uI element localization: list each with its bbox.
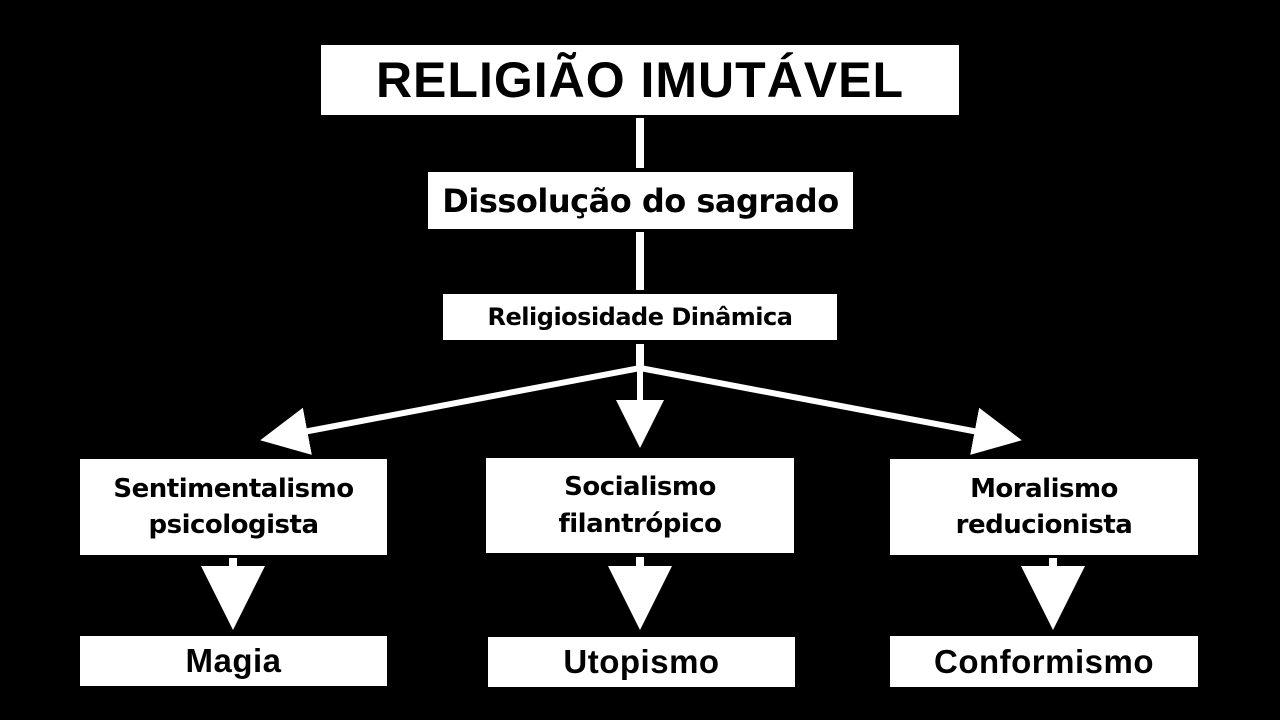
conformismo-node: Conformismo: [890, 636, 1198, 687]
root-node-label: RELIGIÃO IMUTÁVEL: [375, 52, 905, 108]
moralismo-node: Moralismo reducionista: [890, 459, 1198, 555]
arrow-to-sentimentalismo: [260, 365, 641, 455]
moralismo-line1: Moralismo: [970, 473, 1118, 504]
dissolucao-node-label: Dissolução do sagrado: [442, 181, 839, 220]
dissolucao-node: Dissolução do sagrado: [428, 172, 853, 229]
sentimentalismo-node: Sentimentalismo psicologista: [80, 459, 387, 555]
religiosidade-node: Religiosidade Dinâmica: [443, 294, 837, 340]
magia-node-label: Magia: [185, 642, 282, 679]
root-node: RELIGIÃO IMUTÁVEL: [321, 45, 959, 115]
socialismo-line1: Socialismo: [564, 472, 716, 503]
sentimentalismo-line2: psicologista: [148, 510, 319, 540]
socialismo-line2: filantrópico: [558, 508, 722, 539]
utopismo-node-label: Utopismo: [563, 643, 720, 680]
sentimentalismo-line1: Sentimentalismo: [113, 473, 354, 504]
arrow-to-moralismo: [639, 365, 1022, 455]
conformismo-node-label: Conformismo: [934, 642, 1154, 680]
magia-node: Magia: [80, 636, 387, 686]
moralismo-line2: reducionista: [955, 510, 1133, 540]
socialismo-node: Socialismo filantrópico: [486, 458, 794, 553]
utopismo-node: Utopismo: [488, 637, 795, 687]
religiosidade-node-label: Religiosidade Dinâmica: [487, 303, 793, 331]
